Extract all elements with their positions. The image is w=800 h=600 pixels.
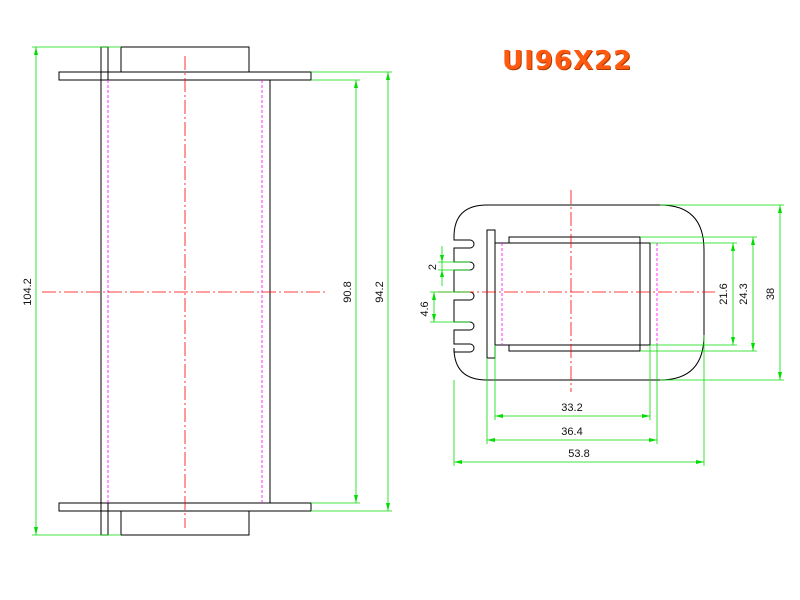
dim-outer-depth: 24.3	[738, 283, 750, 304]
dim-total-width: 53.8	[568, 448, 589, 460]
dim-total-depth: 38	[765, 288, 777, 300]
top-view	[430, 190, 784, 466]
dim-inner-width: 33.2	[561, 402, 582, 414]
dim-pin-pitch: 2	[427, 264, 439, 270]
dim-overall-height: 104.2	[22, 278, 34, 306]
side-view	[32, 46, 392, 536]
dim-outer-width: 36.4	[561, 426, 582, 438]
dim-pin-offset: 4.6	[419, 301, 431, 316]
dim-winding-height: 90.8	[342, 281, 354, 302]
drawing-title: UI96X22	[502, 46, 633, 76]
dim-flange-span: 94.2	[374, 281, 386, 302]
dim-inner-depth: 21.6	[718, 283, 730, 304]
